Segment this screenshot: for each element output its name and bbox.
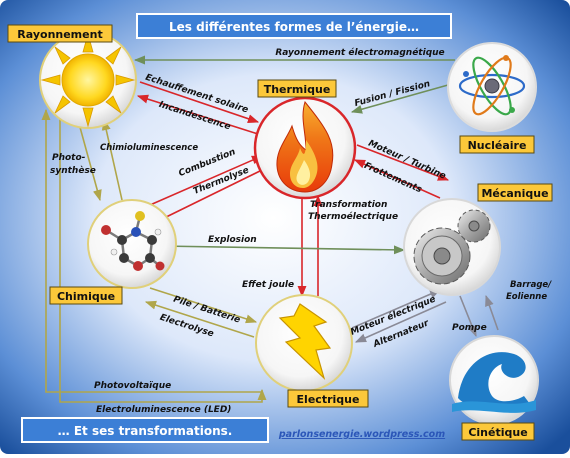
label-photovoltaique: Photovoltaïque [94,381,171,391]
gears-icon [413,209,491,285]
node-electrique: Electrique [255,294,369,408]
label-rayonnement-electromagnetique: Rayonnement électromagnétique [275,47,444,58]
arrow-thermique-chimique [154,169,263,223]
subtitle-text: … Et ses transformations. [58,424,233,438]
arrow-thermique-mecanique [356,144,450,181]
label-transformation-2: Thermoélectrique [308,211,398,222]
node-rayonnement: Rayonnement [7,24,137,129]
label-photosynthese-2: synthèse [50,165,96,176]
cinetique-label-box [461,422,535,441]
arrow-nucleaire-thermique [350,84,449,114]
nucleaire-label-box [459,135,535,154]
lightning-icon [278,303,332,380]
arrow-electrique-mecanique [351,289,442,329]
arrow-rayonnement-chimique [77,119,102,202]
label-chimioluminescence: Chimioluminescence [100,143,198,153]
subtitle-banner: … Et ses transformations. [21,417,269,443]
mecanique-label: Mécanique [481,187,548,200]
sun-icon [40,32,136,128]
arrow-mecanique-cinetique [459,295,477,338]
arrow-thermique-rayonnement [136,94,259,135]
node-cinetique: Cinétique [449,335,539,441]
label-photosynthese-1: Photo- [52,153,86,163]
arrow-cinetique-mecanique [485,294,499,331]
node-chimique: Chimique [49,199,177,305]
cinetique-label: Cinétique [468,426,527,439]
subtitle-box [21,417,269,443]
arrow-chimique-rayonnement [101,118,123,201]
node-nucleaire: Nucléaire [447,42,537,154]
mecanique-label-box [477,183,553,202]
arrow-electrique-chimique [144,300,255,338]
wave-icon [452,352,536,413]
arrow-rayonnement-electrique [59,112,267,403]
molecule-icon [101,211,165,271]
node-mecanique: Mécanique [403,183,553,296]
label-explosion: Explosion [208,235,257,245]
nucleaire-label: Nucléaire [468,139,527,152]
arrow-mecanique-electrique [354,301,447,343]
title-text: Les différentes formes de l’énergie… [169,20,419,34]
label-pompe: Pompe [452,323,487,333]
electrique-label-box [287,389,369,408]
thermique-label-box [257,79,337,98]
label-electroluminescence: Electroluminescence (LED) [96,405,231,415]
arrow-chimique-mecanique [159,245,406,255]
chimique-circle [87,199,177,289]
website-link[interactable]: parlonsenergie.wordpress.com [278,429,445,440]
thermique-label: Thermique [264,83,331,96]
chimique-label-box [49,286,123,305]
arrow-mecanique-thermique [353,159,441,199]
electrique-label: Electrique [297,393,360,406]
rayonnement-label: Rayonnement [17,28,102,41]
arrows [41,55,499,403]
title-box [136,13,452,39]
arrow-chimique-electrique [149,287,258,324]
label-barrage-2: Eolienne [506,292,547,302]
atom-icon [458,55,526,116]
rayonnement-label-box [7,24,113,43]
label-effet-joule: Effet joule [242,280,294,290]
flame-icon [276,100,334,193]
arrow-rayonnement-thermique [139,81,260,124]
label-barrage-1: Barrage/ [510,280,552,290]
node-thermique: Thermique [253,79,357,200]
arrow-electrique-rayonnement [41,108,262,393]
arrow-chimique-thermique [149,155,264,206]
label-transformation-1: Transformation [310,200,387,210]
chimique-label: Chimique [57,290,115,303]
title-banner: Les différentes formes de l’énergie… [136,13,452,39]
